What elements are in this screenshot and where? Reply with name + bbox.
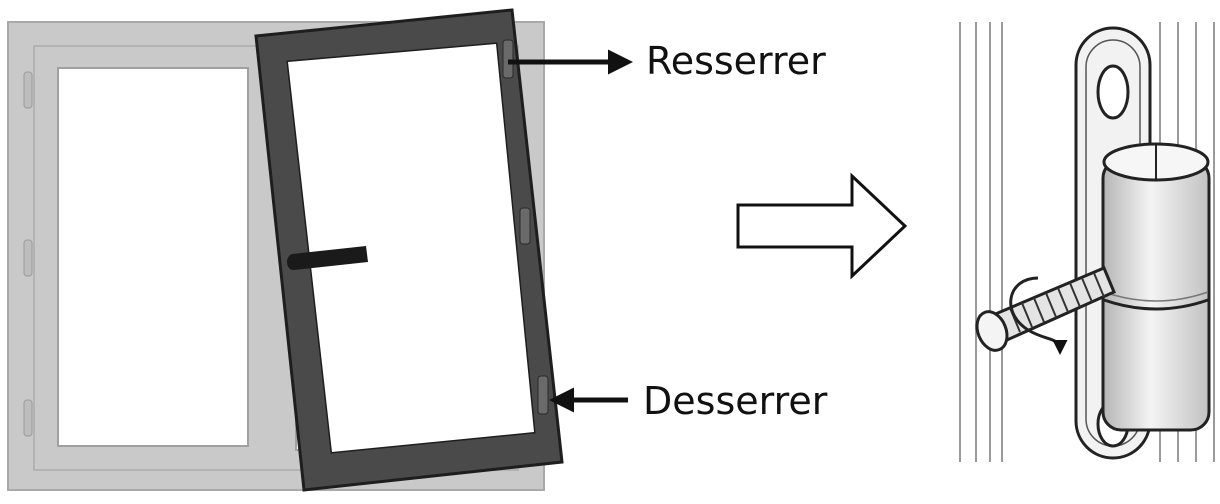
tighten-label: Resserrer: [646, 39, 826, 83]
left-hinge-middle: [23, 239, 33, 277]
window-with-sagging-sash-icon: [7, 8, 564, 492]
left-pane-glass: [57, 67, 249, 447]
sash-hinge-top: [502, 39, 514, 79]
hollow-right-arrow-icon: [736, 172, 908, 280]
left-hinge-bottom: [23, 399, 33, 437]
sash-hinge-bottom: [537, 375, 549, 415]
hinge-cylinder: [1101, 158, 1211, 432]
adjustable-hinge-screw-icon: [959, 22, 1215, 462]
plate-hole-top: [1096, 64, 1130, 120]
sash-hinge-middle: [519, 207, 531, 245]
loosen-label: Desserrer: [643, 379, 828, 423]
sash-glass: [288, 44, 534, 452]
adjustment-screw: [975, 266, 1116, 352]
sash-handle-end: [287, 254, 299, 270]
sash-handle: [292, 246, 368, 270]
left-hinge-top: [23, 71, 33, 109]
rotation-arrow: [1009, 276, 1068, 355]
